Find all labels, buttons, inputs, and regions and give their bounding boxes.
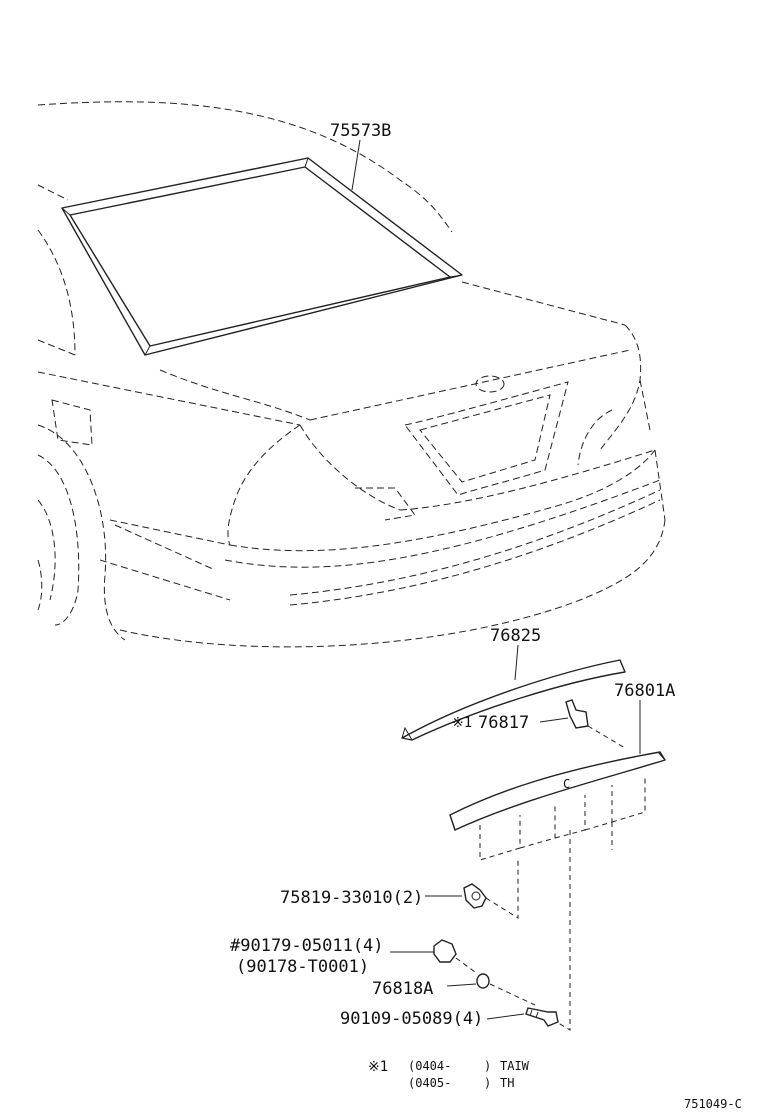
label-90178: (90178-T0001) [236, 957, 369, 977]
rear-spoiler-76801a: C [449, 700, 667, 1031]
label-90109: 90109-05089(4) [340, 1009, 483, 1029]
diagram-id: 751049-C [684, 1097, 742, 1111]
footnote-row1-paren: ) [484, 1059, 491, 1073]
footnote: ※1 (0404- ) TAIW (0405- ) TH [368, 1059, 530, 1090]
footnote-row1-code: (0404- [408, 1059, 451, 1073]
footnote-row2-code: (0405- [408, 1076, 451, 1090]
car-body-outline [37, 101, 666, 648]
label-76817-mark: ※1 [452, 715, 472, 731]
svg-text:C: C [563, 777, 570, 791]
footnote-mark: ※1 [368, 1059, 388, 1075]
label-76817: 76817 [478, 713, 529, 733]
weatherstrip-75573b [61, 139, 463, 356]
label-75819: 75819-33010(2) [280, 888, 423, 908]
label-90179: #90179-05011(4) [230, 936, 384, 956]
washer-76818a [446, 973, 536, 1006]
label-75573b: 75573B [330, 121, 391, 141]
seal-strip-76825 [401, 644, 626, 741]
label-76818a: 76818A [372, 979, 433, 999]
footnote-row2-paren: ) [484, 1076, 491, 1090]
label-76825: 76825 [490, 626, 541, 646]
footnote-row2-model: TH [500, 1076, 514, 1090]
label-76801a: 76801A [614, 681, 675, 701]
stop-lamp-76817 [539, 699, 626, 749]
nut-90179 [390, 939, 476, 973]
clip-75819 [425, 860, 519, 919]
bolt-90109 [486, 1007, 559, 1027]
footnote-row1-model: TAIW [500, 1059, 530, 1073]
